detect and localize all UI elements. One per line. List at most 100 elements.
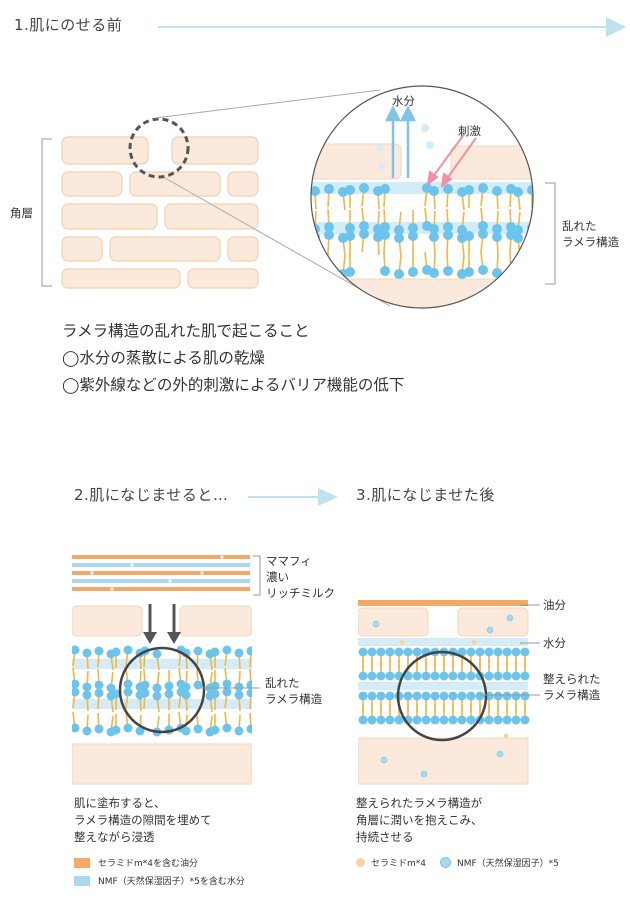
lipid-head <box>431 716 440 725</box>
lipid-head <box>377 692 386 701</box>
lipid-head <box>141 681 150 690</box>
lipid-head <box>296 265 306 275</box>
lipid-head <box>324 230 334 240</box>
lipid-head <box>83 683 92 692</box>
lipid-head <box>413 692 422 701</box>
lipid-head <box>386 672 395 681</box>
lipid-head <box>478 265 488 275</box>
lipid-head <box>359 229 369 239</box>
lipid-head <box>467 692 476 701</box>
lipid-tail <box>299 252 301 270</box>
lipid-tail <box>510 253 511 271</box>
lipid-head <box>429 232 439 242</box>
lipid-head <box>377 716 386 725</box>
lipid-head <box>359 716 368 725</box>
lipid-head <box>431 692 440 701</box>
lipid-head <box>440 672 449 681</box>
lipid-head <box>449 692 458 701</box>
lipid-head <box>95 681 104 690</box>
lipid-head <box>296 183 306 193</box>
lipid-head <box>404 692 413 701</box>
water-stimulus-arrows <box>370 88 510 198</box>
lipid-head <box>503 648 512 657</box>
lipid-head <box>310 268 320 278</box>
lipid-head <box>345 185 355 195</box>
lipid-head <box>429 268 439 278</box>
lipid-head <box>72 680 80 689</box>
lipid-head <box>368 692 377 701</box>
flow-arrow-step1 <box>158 16 628 38</box>
product-layers <box>72 555 252 597</box>
lipid-head <box>368 716 377 725</box>
lipid-head <box>521 672 530 681</box>
lipid-head <box>194 725 203 734</box>
lipid-head <box>124 688 133 697</box>
lipid-head <box>359 183 369 193</box>
lipid-head <box>95 689 104 698</box>
lipid-head <box>377 648 386 657</box>
lipid-head <box>211 726 220 735</box>
lipid-head <box>494 716 503 725</box>
lipid-head <box>380 230 390 240</box>
step2-disordered-label: 乱れた ラメラ構造 <box>265 675 322 707</box>
lipid-head <box>464 267 474 277</box>
lipid-head <box>478 229 488 239</box>
oil-legend-swatch <box>74 858 90 868</box>
lipid-head <box>324 266 334 276</box>
lipid-head <box>386 716 395 725</box>
step2-legend: セラミドm*4を含む油分 NMF（天然保湿因子）*5を含む水分 <box>74 855 245 888</box>
lipid-head <box>422 716 431 725</box>
step2-skin-panel <box>72 604 252 786</box>
lipid-head <box>296 221 306 231</box>
lipid-head <box>431 672 440 681</box>
ceramide-legend-dot <box>356 858 365 867</box>
lipid-head <box>83 649 92 658</box>
lipid-head <box>153 650 162 659</box>
lipid-head <box>141 689 150 698</box>
lipid-head <box>345 231 355 241</box>
lipid-head <box>503 716 512 725</box>
lipid-head <box>296 229 306 239</box>
lipid-head <box>527 231 537 241</box>
lipid-head <box>512 716 521 725</box>
step1-body: ラメラ構造の乱れた肌で起こること ◯水分の蒸散による肌の乾燥 ◯紫外線などの外的… <box>62 318 404 399</box>
lipid-tail <box>315 255 316 273</box>
lipid-head <box>527 267 537 277</box>
lipid-head <box>72 724 80 733</box>
disordered-label-1: 乱れた ラメラ構造 <box>562 218 619 250</box>
lipid-head <box>368 648 377 657</box>
ordered-label: 整えられた ラメラ構造 <box>543 671 601 703</box>
lipid-tail <box>299 208 301 226</box>
lipid-head <box>182 691 191 700</box>
step2-label-line <box>200 686 260 690</box>
lipid-head <box>377 672 386 681</box>
lipid-head <box>413 672 422 681</box>
lipid-head <box>247 725 253 734</box>
lipid-tail <box>518 256 520 274</box>
lipid-head <box>413 648 422 657</box>
nmf-legend-dot <box>440 857 451 868</box>
lipid-head <box>513 187 523 197</box>
lipid-tail <box>299 188 301 206</box>
body-line: ラメラ構造の乱れた肌で起こること <box>62 318 404 345</box>
layer-bracket <box>40 138 54 288</box>
lipid-head <box>386 648 395 657</box>
lipid-head <box>165 690 174 699</box>
lipid-head <box>235 727 244 736</box>
lipid-tail <box>299 234 301 252</box>
step2-note: 肌に塗布すると、 ラメラ構造の隙間を埋めて 整えながら浸透 <box>74 795 212 846</box>
step2-title: 2.肌になじませると… <box>74 484 228 505</box>
lipid-head <box>494 648 503 657</box>
lipid-head <box>440 692 449 701</box>
lipid-head <box>422 692 431 701</box>
lipid-head <box>503 672 512 681</box>
lipid-head <box>194 647 203 656</box>
lipid-head <box>467 716 476 725</box>
lipid-head <box>95 647 104 656</box>
disordered-bracket <box>543 182 557 286</box>
lipid-head <box>235 649 244 658</box>
oil-label: 油分 <box>543 597 566 613</box>
lipid-head <box>153 692 162 701</box>
lipid-head <box>211 690 220 699</box>
lipid-head <box>513 233 523 243</box>
